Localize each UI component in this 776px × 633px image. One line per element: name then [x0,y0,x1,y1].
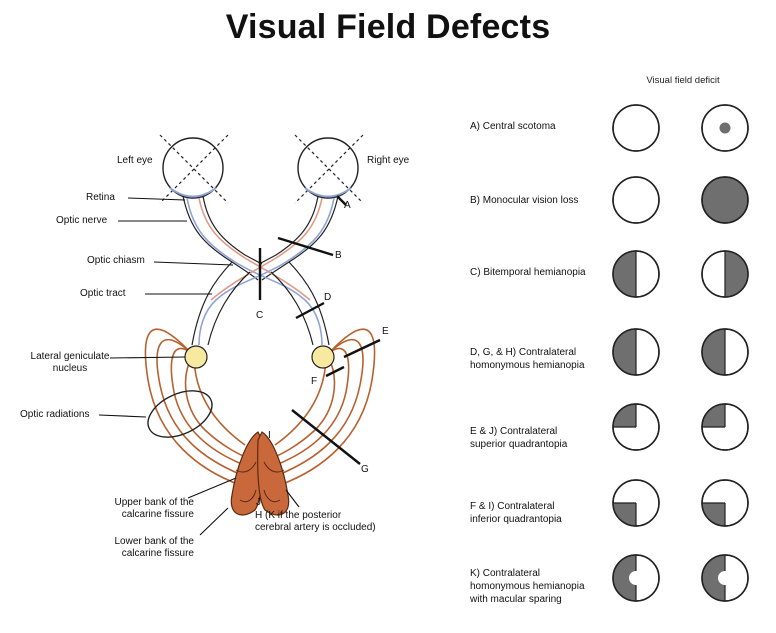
deficit-label-line: C) Bitemporal hemianopia [470,267,586,278]
left-eye-field-left-half-dark [612,250,660,298]
deficit-label: B) Monocular vision loss [470,194,610,207]
label-retina: Retina [86,192,115,203]
left-eye [159,134,229,204]
lesion-line-f [325,365,345,378]
deficit-label: F & I) Contralateral inferior quadrantopi… [470,500,610,526]
right-eye-field-right-half-dark [701,250,749,298]
label-left-eye: Left eye [117,155,153,166]
lesion-letter-a: A [344,200,351,211]
label-optic-nerve: Optic nerve [56,215,108,226]
right-eye-field-left-half-dark [701,328,749,376]
label-upper-bank-line2: calcarine fissure [121,509,194,520]
lesion-letter-g: G [361,464,369,475]
right-eye-field-macular-sparing [701,554,749,602]
label-lower-bank-line2: calcarine fissure [121,548,194,559]
left-eye-field-lower-left-dark [612,479,660,527]
right-eye-field-lower-left-dark [701,479,749,527]
visual-pathway-diagram [98,134,381,536]
label-right-eye: Right eye [367,155,410,166]
leader-lines [98,197,300,536]
deficit-label-line: F & I) Contralateral [470,501,555,512]
left-lgn [184,345,208,369]
right-eye-field-central-scotoma [701,104,749,152]
deficit-label-line: with macular sparing [470,594,562,605]
label-lower-bank: Lower bank of the calcarine fissure [94,536,195,560]
label-h-note-line1: H (K if the posterior [255,510,342,521]
deficit-label-line: homonymous hemianopia [470,581,585,592]
left-eye-field-left-half-dark [612,328,660,376]
label-upper-bank: Upper bank of the calcarine fissure [94,497,195,521]
lesion-line-e [343,338,381,359]
left-eye-field-full [612,104,660,152]
deficit-label: C) Bitemporal hemianopia [470,266,610,279]
lesion-letter-f: F [311,376,318,387]
deficit-label-line: E & J) Contralateral [470,426,558,437]
right-eye-field-blind [701,176,749,224]
lesion-line-b [277,236,334,257]
lesion-letter-b: B [335,250,342,261]
lesion-line-d [295,301,325,320]
deficit-label: K) Contralateral homonymous hemianopia wit… [470,567,610,606]
optic-radiations-ellipse [147,390,213,438]
left-eye-field-upper-left-dark [612,403,660,451]
deficit-label-line: superior quadrantopia [470,439,568,450]
deficit-label: E & J) Contralateral superior quadrantopi… [470,425,610,451]
label-lgn-line2: nucleus [52,363,88,374]
deficit-label-line: inferior quadrantopia [470,514,562,525]
right-lgn [311,345,335,369]
occipital-cortex [230,431,290,516]
page-title: Visual Field Defects [225,8,551,46]
right-eye [294,134,364,204]
deficit-label-line: D, G, & H) Contralateral [470,347,577,358]
lesion-line-a [336,195,347,206]
lesion-letter-d: D [324,292,332,303]
lesion-letter-i: I [268,430,271,441]
deficit-label-line: A) Central scotoma [470,121,556,132]
label-optic-radiations: Optic radiations [20,409,90,420]
label-optic-chiasm: Optic chiasm [87,255,145,266]
lesion-letter-c: C [256,310,264,321]
label-h-note-line2: cerebral artery is occluded) [255,522,376,533]
deficit-label-line: homonymous hemianopia [470,360,585,371]
left-eye-field-macular-sparing [612,554,660,602]
lesion-letter-e: E [382,326,389,337]
lesion-lines [258,195,381,465]
deficit-label: A) Central scotoma [470,120,610,133]
left-eye-field-full [612,176,660,224]
label-lgn: Lateral geniculate nucleus [20,351,120,375]
lesion-letter-j: J [256,497,261,508]
right-eye-field-upper-left-dark [701,403,749,451]
label-lower-bank-line1: Lower bank of the [114,536,195,547]
deficit-label-line: B) Monocular vision loss [470,195,579,206]
label-lgn-line1: Lateral geniculate [30,351,110,362]
lesion-line-g [291,409,361,465]
deficit-label-line: K) Contralateral [470,568,541,579]
deficit-label: D, G, & H) Contralateral homonymous hemia… [470,346,610,372]
label-upper-bank-line1: Upper bank of the [114,497,195,508]
label-h-note: H (K if the posterior cerebral artery is… [255,510,405,534]
optic-radiations [144,328,376,486]
field-deficit-header: Visual field deficit [646,75,720,86]
label-optic-tract: Optic tract [80,288,126,299]
